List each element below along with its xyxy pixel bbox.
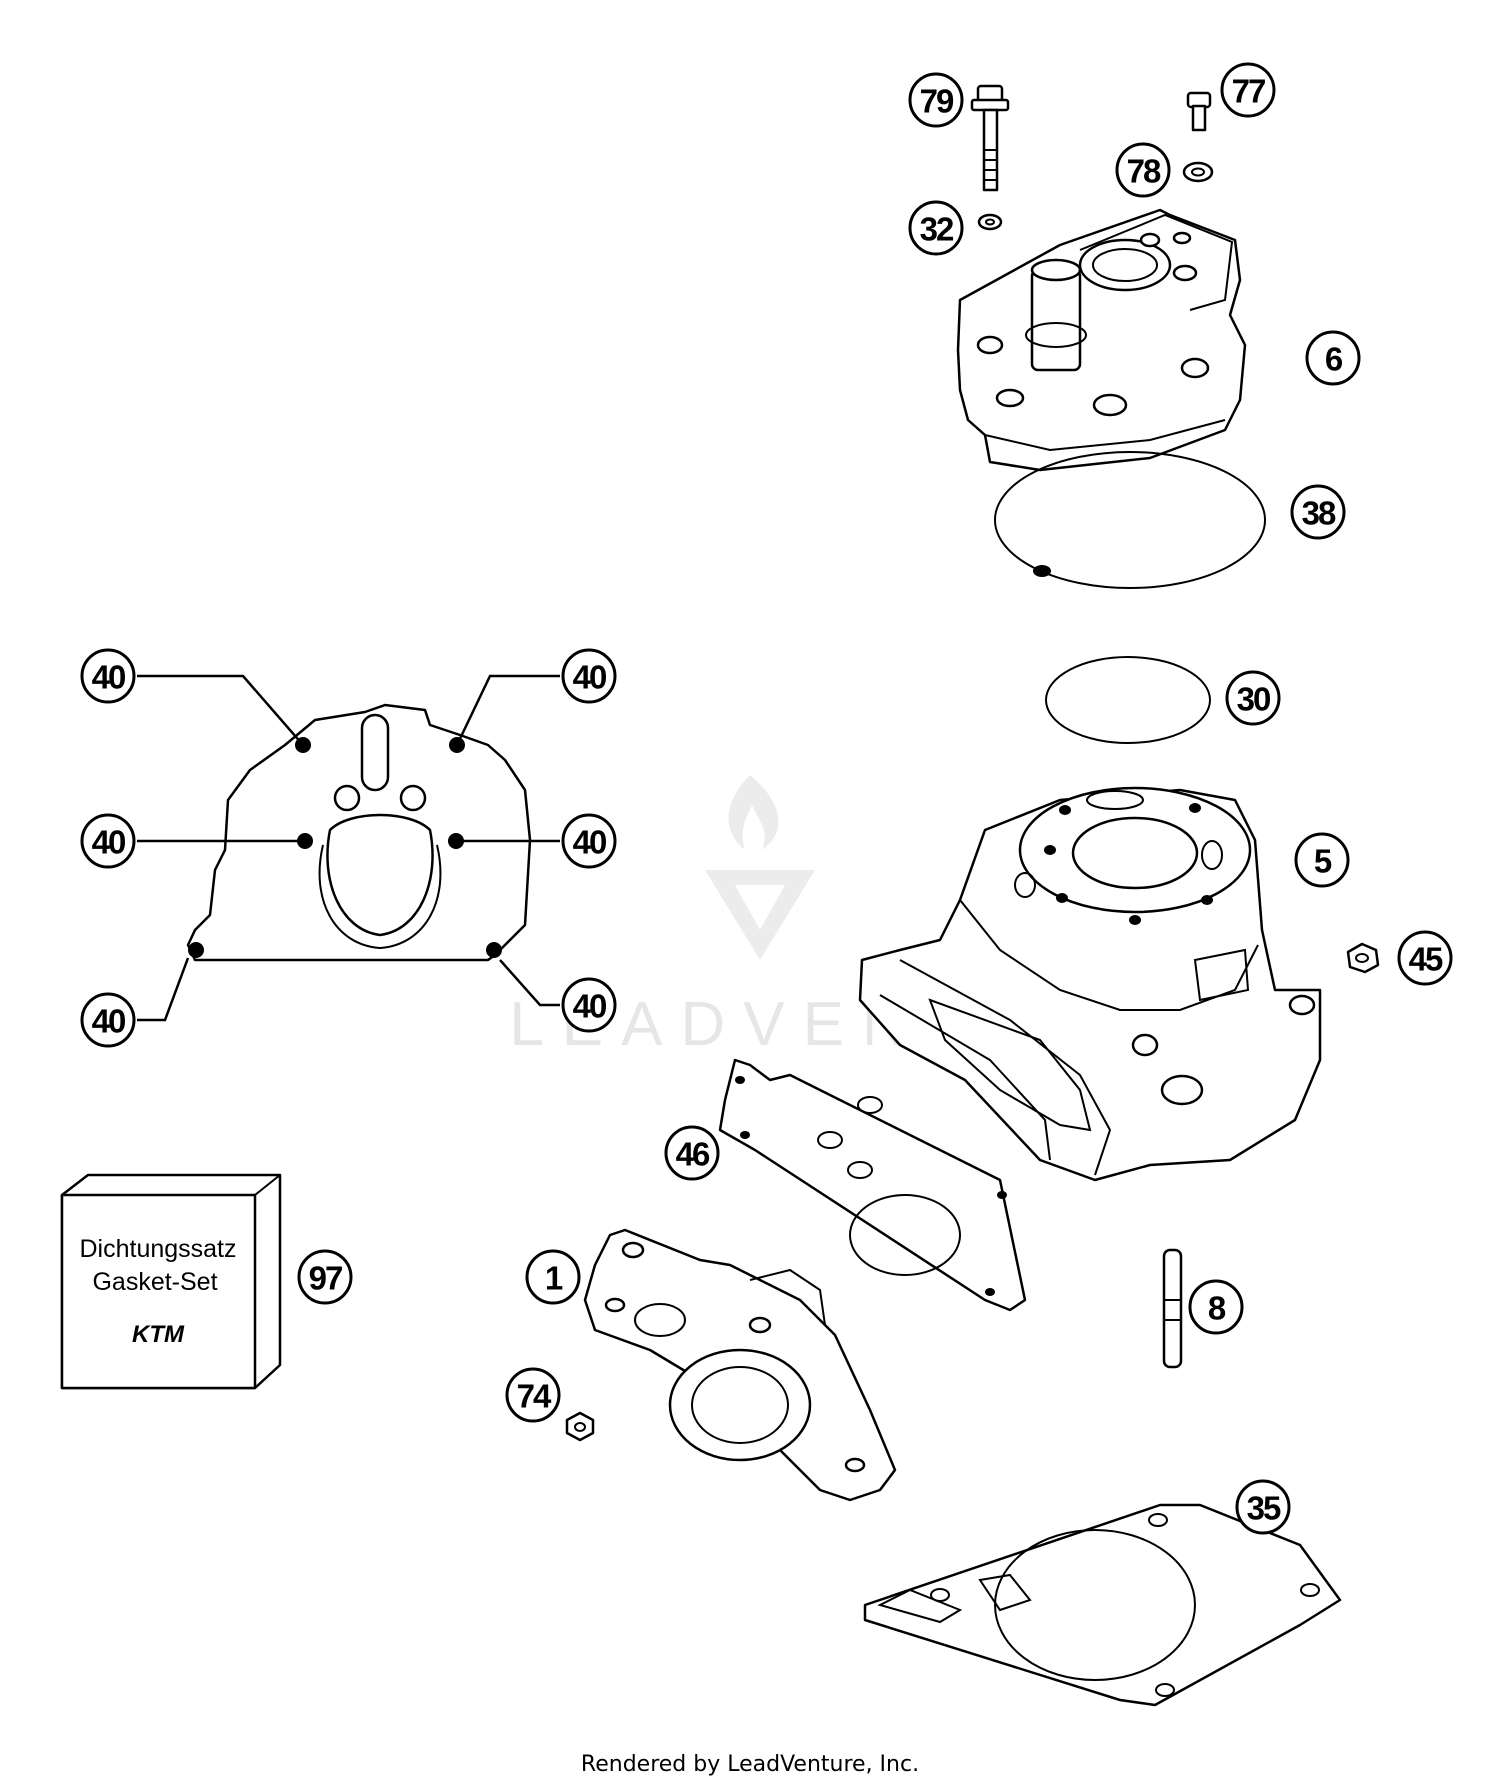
- callout-circle: [1220, 62, 1276, 118]
- o-ring-30: [1045, 656, 1211, 744]
- callout-label: 78: [1127, 153, 1161, 190]
- gasket-46: [718, 1058, 1027, 1312]
- callout-label: 38: [1302, 495, 1336, 532]
- leader-lines-40: [137, 674, 560, 1022]
- callout-40f: 40: [561, 977, 617, 1033]
- gasket-40: [186, 703, 532, 962]
- callout-circle: [1115, 142, 1171, 198]
- callout-35: 35: [1235, 1479, 1291, 1535]
- ktm-logo: KTM: [132, 1321, 185, 1348]
- callout-30: 30: [1225, 670, 1281, 726]
- callout-label: 40: [92, 1003, 125, 1040]
- callout-40a: 40: [80, 648, 136, 704]
- callout-label: 79: [920, 83, 954, 120]
- callout-circle: [1397, 930, 1453, 986]
- callout-label: 35: [1247, 1490, 1281, 1527]
- callout-label: 40: [573, 988, 606, 1025]
- callout-circle: [1290, 484, 1346, 540]
- callout-circle: [1305, 330, 1361, 386]
- callout-40b: 40: [561, 648, 617, 704]
- callout-circle: [1294, 832, 1350, 888]
- callout-label: 97: [309, 1260, 342, 1297]
- callout-circle: [561, 977, 617, 1033]
- stud-8: [1162, 1248, 1183, 1369]
- callout-32: 32: [908, 200, 964, 256]
- callout-78: 78: [1115, 142, 1171, 198]
- callout-circle: [1188, 1279, 1244, 1335]
- callout-label: 32: [920, 211, 954, 248]
- washer-78: [1182, 161, 1214, 183]
- callout-40e: 40: [80, 992, 136, 1048]
- nut-45: [1346, 942, 1380, 974]
- callout-label: 46: [676, 1136, 710, 1173]
- callout-1: 1: [525, 1249, 581, 1305]
- callout-circle: [80, 992, 136, 1048]
- cylinder-head-6: [956, 208, 1247, 472]
- callout-79: 79: [908, 72, 964, 128]
- gasket-set-box: Dichtungssatz Gasket-Set KTM: [60, 1173, 282, 1390]
- callout-group: 79 77 78 32 6 38 30 5 45 46 1 8 74 35 97 40 40 40 40 40 40: [80, 62, 1453, 1535]
- callout-circle: [525, 1249, 581, 1305]
- callout-label: 5: [1314, 843, 1332, 880]
- callout-8: 8: [1188, 1279, 1244, 1335]
- callout-label: 30: [1237, 681, 1270, 718]
- callout-circle: [80, 813, 136, 869]
- box-label-line2: Gasket-Set: [92, 1268, 217, 1296]
- callout-circle: [1225, 670, 1281, 726]
- box-label-line1: Dichtungssatz: [79, 1235, 236, 1263]
- o-ring-38: [994, 451, 1266, 589]
- callout-6: 6: [1305, 330, 1361, 386]
- cylinder-5: [858, 786, 1322, 1182]
- callout-40c: 40: [80, 813, 136, 869]
- callout-circle: [664, 1125, 720, 1181]
- callout-circle: [505, 1367, 561, 1423]
- callout-40d: 40: [561, 813, 617, 869]
- callout-circle: [1235, 1479, 1291, 1535]
- callout-circle: [297, 1249, 353, 1305]
- callout-label: 8: [1208, 1290, 1226, 1327]
- callout-label: 40: [573, 824, 606, 861]
- callout-77: 77: [1220, 62, 1276, 118]
- callout-46: 46: [664, 1125, 720, 1181]
- callout-circle: [908, 72, 964, 128]
- footer-credit: Rendered by LeadVenture, Inc.: [580, 1752, 920, 1777]
- washer-32: [977, 213, 1003, 231]
- callout-97: 97: [297, 1249, 353, 1305]
- callout-circle: [908, 200, 964, 256]
- callout-5: 5: [1294, 832, 1350, 888]
- intake-flange-1: [583, 1228, 897, 1502]
- callout-45: 45: [1397, 930, 1453, 986]
- callout-label: 40: [92, 824, 125, 861]
- base-gasket-35: [863, 1503, 1342, 1707]
- callout-38: 38: [1290, 484, 1346, 540]
- callout-label: 40: [92, 659, 125, 696]
- callout-label: 1: [545, 1260, 563, 1297]
- callout-label: 77: [1232, 73, 1265, 110]
- callout-circle: [80, 648, 136, 704]
- callout-circle: [561, 648, 617, 704]
- nut-74: [565, 1411, 595, 1442]
- callout-circle: [561, 813, 617, 869]
- callout-label: 6: [1325, 341, 1343, 378]
- bolt-77: [1186, 91, 1212, 132]
- callout-label: 40: [573, 659, 606, 696]
- callout-74: 74: [505, 1367, 561, 1423]
- bolt-79: [970, 84, 1010, 192]
- callout-label: 74: [517, 1378, 552, 1415]
- callout-label: 45: [1409, 941, 1443, 978]
